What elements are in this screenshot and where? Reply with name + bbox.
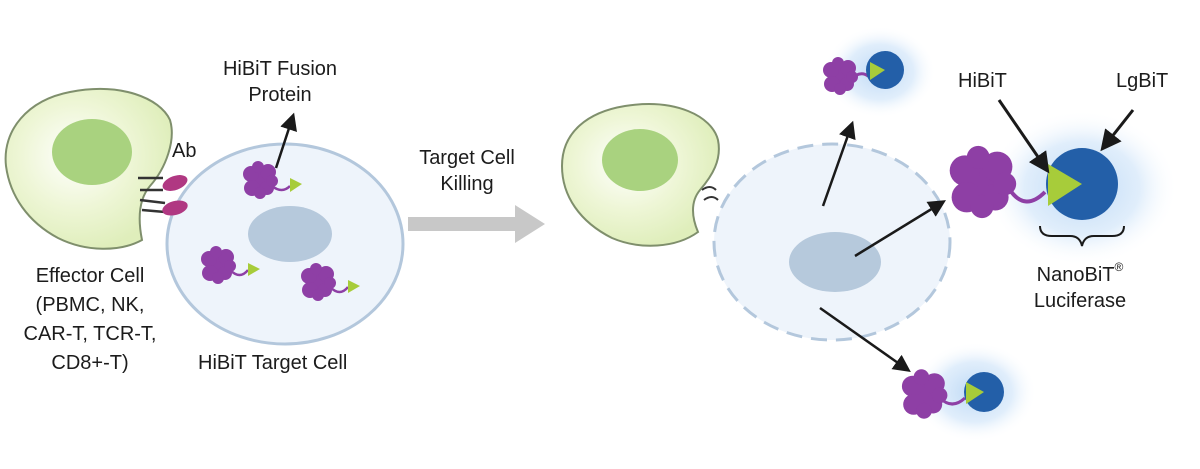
antibody-bottom [139,198,188,216]
nanobit-text: NanoBiT [1036,264,1115,286]
process-arrow [408,205,545,243]
nanobit-complex-bottom [901,342,1037,442]
target-nucleus [248,206,332,262]
effector-cell-label: Effector Cell (PBMC, NK, CAR-T, TCR-T, C… [23,265,157,374]
fusion-protein-1 [243,161,302,199]
fusion-protein-2 [201,246,260,284]
antibody-top [138,175,188,192]
nanobit-complex-top [823,26,936,118]
effector-nucleus-right [602,129,678,191]
hibit-label: HiBiT [958,70,1007,92]
luciferase-text: Luciferase [1033,290,1127,312]
nanobit-complex-large [949,110,1178,266]
hibit-tag [1048,164,1082,206]
fusion-protein-3 [301,263,360,301]
ab-label: Ab [172,140,197,162]
fusion-protein-arrow [274,112,297,169]
lgbit-label: LgBiT [1116,70,1169,92]
nanobit-luciferase-label: NanoBiT® Luciferase [1000,260,1160,314]
lgbit-label-arrow [1100,109,1135,152]
antibody-right [701,186,719,201]
hibit-fusion-protein-label: HiBiT Fusion Protein [222,58,338,106]
effector-nucleus-left [52,119,132,185]
target-cell-killing-label: Target Cell Killing [419,147,515,195]
nanobit-brace [1039,225,1125,247]
release-arrow-top [821,120,856,207]
lysed-target-nucleus [789,232,881,292]
hibit-label-arrow [997,99,1050,174]
hibit-target-cell-label: HiBiT Target Cell [198,352,348,374]
registered-mark: ® [1114,260,1124,274]
release-arrow-bottom [819,306,911,373]
release-arrow-right [854,200,946,258]
